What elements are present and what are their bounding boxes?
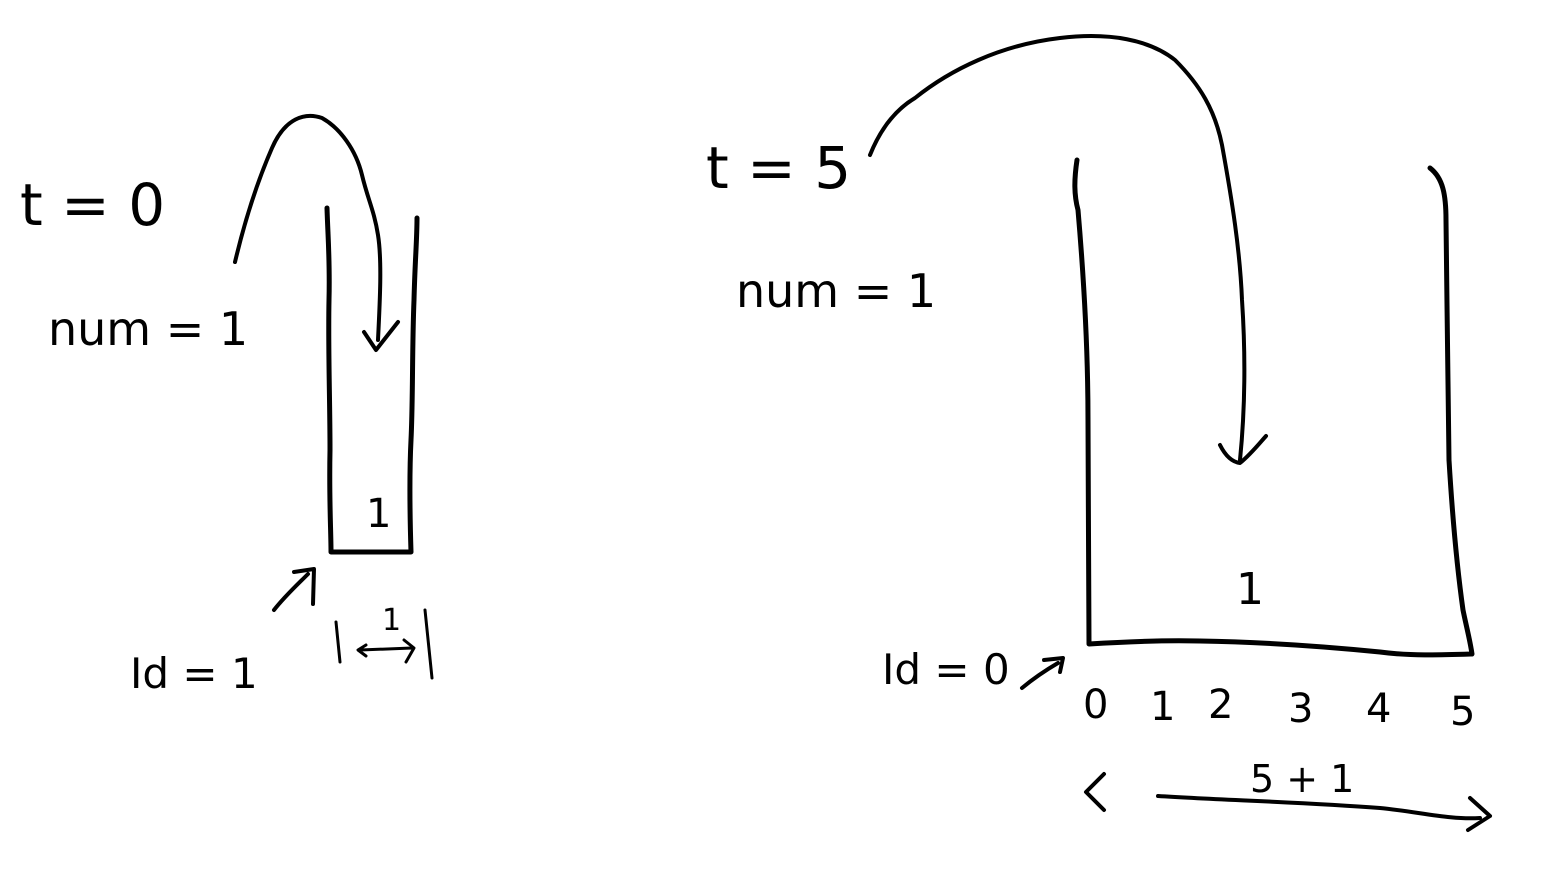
- left-width-bar-left: [334, 620, 342, 664]
- left-insert-arrowhead: [362, 320, 400, 352]
- right-index-labels: 0 1 2 3 4 5: [1083, 682, 1475, 735]
- index-label: 4: [1366, 686, 1391, 732]
- right-buffer-container: [1072, 157, 1475, 658]
- index-label: 5: [1450, 689, 1475, 735]
- index-label: 3: [1288, 686, 1313, 732]
- right-width-arrow-line: [1156, 794, 1482, 821]
- index-label: 1: [1150, 684, 1175, 730]
- right-id-label: Id = 0: [882, 645, 1010, 694]
- right-width-arrow-left-head: [1084, 772, 1106, 812]
- right-buffer-value: 1: [1236, 564, 1264, 615]
- left-width-arrow: [356, 638, 416, 664]
- right-num-label: num = 1: [736, 264, 936, 318]
- right-width-label: 5 + 1: [1250, 757, 1354, 801]
- right-insert-arrow: [868, 34, 1247, 462]
- right-id-arrow: [1020, 656, 1065, 690]
- left-panel: t = 0 num = 1 1 Id = 1 1: [20, 113, 434, 698]
- right-panel: t = 5 num = 1 1 Id = 0 0 1 2 3 4 5 5 + 1: [706, 34, 1492, 832]
- left-buffer-value: 1: [366, 491, 391, 537]
- left-buffer-container: [324, 205, 420, 555]
- left-id-label: Id = 1: [130, 649, 258, 698]
- left-width-label: 1: [382, 603, 401, 638]
- right-insert-arrowhead: [1218, 434, 1268, 465]
- left-id-arrow: [272, 567, 316, 612]
- left-time-label: t = 0: [20, 171, 165, 239]
- left-num-label: num = 1: [48, 302, 248, 356]
- left-insert-arrow: [233, 113, 383, 342]
- index-label: 2: [1208, 682, 1233, 728]
- index-label: 0: [1083, 682, 1108, 728]
- right-time-label: t = 5: [706, 134, 851, 202]
- left-width-bar-right: [423, 608, 434, 680]
- right-width-arrow-right-head: [1466, 796, 1492, 832]
